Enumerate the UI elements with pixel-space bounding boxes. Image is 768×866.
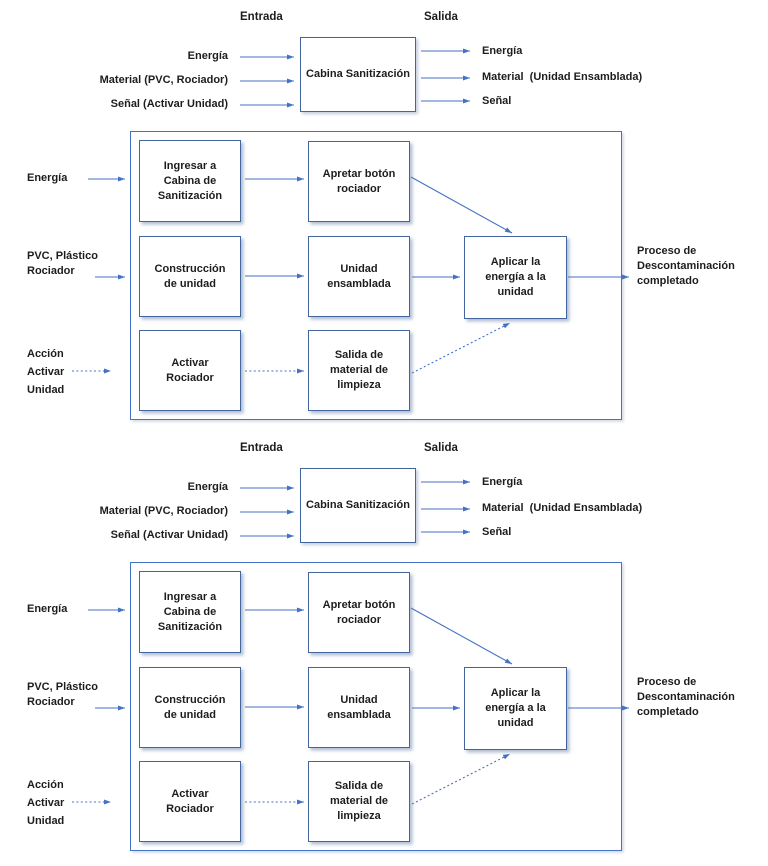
step-ingresar-cabina-box: Ingresar a Cabina de Sanitización — [139, 140, 241, 222]
flow-output-label: Proceso de Descontaminación completado — [637, 676, 735, 718]
step-apretar-boton-box: Apretar botón rociador — [308, 141, 410, 222]
step-construccion-box: Construcción de unidad — [139, 667, 241, 748]
diagram-copy-1: Entrada Salida Energía Material (PVC, Ro… — [0, 1, 768, 434]
cabina-sanitizacion-label: Cabina Sanitización — [306, 499, 410, 511]
step-apretar-boton-label: Apretar botón rociador — [322, 167, 396, 195]
flow-arrows — [72, 479, 629, 805]
io-input-senal: Señal (Activar Unidad) — [110, 529, 228, 541]
step-apretar-boton-box: Apretar botón rociador — [308, 572, 410, 653]
step-ingresar-cabina-label: Ingresar a Cabina de Sanitización — [157, 590, 223, 633]
flow-input-pvc: PVC, Plástico Rociador — [27, 250, 98, 277]
flow-boundary-box — [130, 562, 622, 851]
salida-header: Salida — [424, 11, 458, 23]
io-output-energia: Energía — [482, 45, 523, 57]
step-aplicar-energia-box: Aplicar la energía a la unidad — [464, 236, 567, 319]
cabina-sanitizacion-box: Cabina Sanitización — [300, 37, 416, 112]
flow-arrows — [72, 48, 629, 374]
step-salida-material-label: Salida de material de limpieza — [329, 780, 389, 822]
step-unidad-ensamblada-label: Unidad ensamblada — [327, 262, 391, 290]
io-input-material: Material (PVC, Rociador) — [99, 74, 228, 86]
io-output-material: Material (Unidad Ensamblada) — [482, 502, 643, 514]
io-input-energia: Energía — [187, 50, 228, 62]
io-input-energia: Energía — [187, 481, 228, 493]
io-output-material: Material (Unidad Ensamblada) — [482, 71, 643, 83]
step-construccion-label: Construcción de unidad — [154, 693, 226, 721]
step-construccion-label: Construcción de unidad — [154, 262, 226, 290]
flow-input-accion: Acción Activar Unidad — [27, 348, 65, 396]
step-activar-rociador-box: Activar Rociador — [139, 330, 241, 411]
step-unidad-ensamblada-box: Unidad ensamblada — [308, 667, 410, 748]
io-output-senal: Señal — [482, 526, 512, 538]
salida-header: Salida — [424, 442, 458, 454]
step-salida-material-label: Salida de material de limpieza — [329, 349, 389, 391]
step-apretar-boton-label: Apretar botón rociador — [322, 598, 396, 626]
flow-boundary-box — [130, 131, 622, 420]
cabina-sanitizacion-label: Cabina Sanitización — [306, 68, 410, 80]
step-activar-rociador-box: Activar Rociador — [139, 761, 241, 842]
step-salida-material-box: Salida de material de limpieza — [308, 330, 410, 411]
step-salida-material-box: Salida de material de limpieza — [308, 761, 410, 842]
step-activar-rociador-label: Activar Rociador — [166, 356, 214, 384]
step-unidad-ensamblada-box: Unidad ensamblada — [308, 236, 410, 317]
io-input-material: Material (PVC, Rociador) — [99, 505, 228, 517]
flow-input-pvc: PVC, Plástico Rociador — [27, 681, 98, 708]
flow-input-energia: Energía — [27, 603, 68, 615]
step-ingresar-cabina-box: Ingresar a Cabina de Sanitización — [139, 571, 241, 653]
flow-output-label: Proceso de Descontaminación completado — [637, 245, 735, 287]
diagram-copy-2: Entrada Salida Energía Material (PVC, Ro… — [0, 432, 768, 865]
flow-input-energia: Energía — [27, 172, 68, 184]
step-construccion-box: Construcción de unidad — [139, 236, 241, 317]
step-ingresar-cabina-label: Ingresar a Cabina de Sanitización — [157, 159, 223, 202]
step-aplicar-energia-label: Aplicar la energía a la unidad — [485, 256, 546, 298]
io-output-senal: Señal — [482, 95, 512, 107]
flow-input-accion: Acción Activar Unidad — [27, 779, 65, 827]
cabina-sanitizacion-box: Cabina Sanitización — [300, 468, 416, 543]
io-output-energia: Energía — [482, 476, 523, 488]
step-unidad-ensamblada-label: Unidad ensamblada — [327, 693, 391, 721]
step-activar-rociador-label: Activar Rociador — [166, 787, 214, 815]
entrada-header: Entrada — [240, 442, 283, 454]
step-aplicar-energia-label: Aplicar la energía a la unidad — [485, 687, 546, 729]
io-input-senal: Señal (Activar Unidad) — [110, 98, 228, 110]
step-aplicar-energia-box: Aplicar la energía a la unidad — [464, 667, 567, 750]
entrada-header: Entrada — [240, 11, 283, 23]
